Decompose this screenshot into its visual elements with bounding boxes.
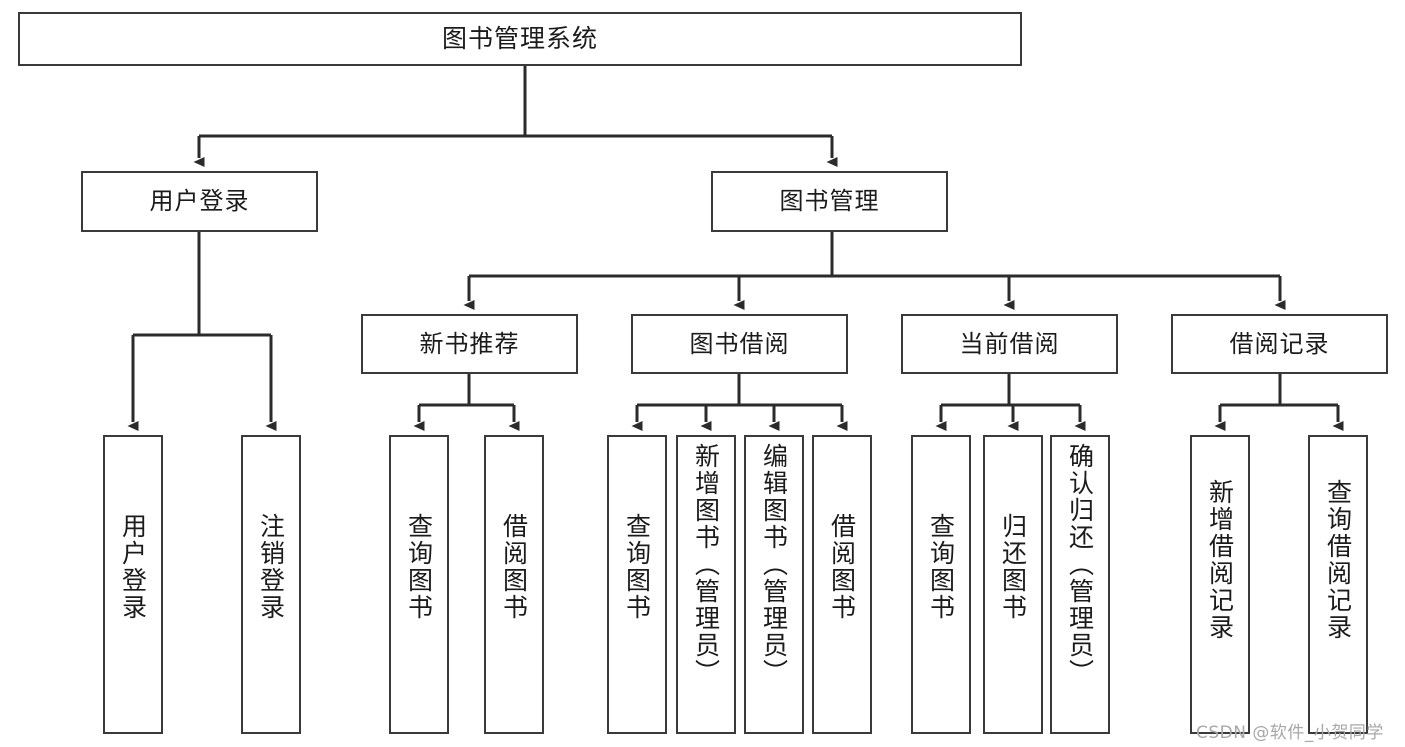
leaf-add-book-admin[interactable]: 新增图书（管理员）	[676, 435, 736, 734]
leaf-user-login-label: 用户登录	[118, 513, 148, 621]
leaf-confirm-return-admin[interactable]: 确认归还（管理员）	[1050, 435, 1110, 734]
leaf-user-login[interactable]: 用户登录	[103, 435, 163, 734]
leaf-add-book-admin-label: 新增图书（管理员）	[691, 443, 721, 686]
leaf-edit-book-admin-label: 编辑图书（管理员）	[759, 443, 789, 686]
leaf-query-borrow-record-label: 查询借阅记录	[1323, 479, 1353, 641]
leaf-add-borrow-record-label: 新增借阅记录	[1205, 479, 1235, 641]
leaf-add-borrow-record[interactable]: 新增借阅记录	[1190, 435, 1250, 734]
node-borrow-record[interactable]: 借阅记录	[1171, 314, 1388, 374]
leaf-query-book-current-label: 查询图书	[926, 513, 956, 621]
node-borrow-record-label: 借阅记录	[1229, 329, 1330, 358]
leaf-query-book-recommend-label: 查询图书	[404, 513, 434, 621]
node-user-login[interactable]: 用户登录	[81, 171, 318, 232]
node-book-borrow-label: 图书借阅	[689, 329, 790, 358]
csdn-watermark: CSDN @软件_小贺同学	[1196, 718, 1384, 743]
node-new-book-recommend-label: 新书推荐	[419, 329, 520, 358]
node-new-book-recommend[interactable]: 新书推荐	[361, 314, 578, 374]
leaf-query-book-recommend[interactable]: 查询图书	[389, 435, 449, 734]
leaf-logout-label: 注销登录	[256, 513, 286, 621]
leaf-return-book-label: 归还图书	[998, 513, 1028, 621]
leaf-return-book[interactable]: 归还图书	[983, 435, 1043, 734]
leaf-query-book-current[interactable]: 查询图书	[911, 435, 971, 734]
node-root-label: 图书管理系统	[441, 24, 598, 54]
leaf-borrow-book[interactable]: 借阅图书	[812, 435, 872, 734]
node-book-management[interactable]: 图书管理	[711, 171, 948, 232]
leaf-query-book-borrow-label: 查询图书	[622, 513, 652, 621]
leaf-borrow-book-label: 借阅图书	[827, 513, 857, 621]
node-current-borrow-label: 当前借阅	[959, 329, 1060, 358]
leaf-confirm-return-admin-label: 确认归还（管理员）	[1065, 443, 1095, 686]
leaf-borrow-book-recommend[interactable]: 借阅图书	[484, 435, 544, 734]
node-book-management-label: 图书管理	[779, 187, 880, 216]
node-user-login-label: 用户登录	[149, 187, 250, 216]
node-book-borrow[interactable]: 图书借阅	[631, 314, 848, 374]
leaf-query-borrow-record[interactable]: 查询借阅记录	[1308, 435, 1368, 734]
csdn-watermark-text: CSDN @软件_小贺同学	[1196, 723, 1384, 743]
leaf-logout[interactable]: 注销登录	[241, 435, 301, 734]
node-current-borrow[interactable]: 当前借阅	[901, 314, 1118, 374]
leaf-edit-book-admin[interactable]: 编辑图书（管理员）	[744, 435, 804, 734]
node-root[interactable]: 图书管理系统	[18, 12, 1022, 66]
leaf-query-book-borrow[interactable]: 查询图书	[607, 435, 667, 734]
leaf-borrow-book-recommend-label: 借阅图书	[499, 513, 529, 621]
